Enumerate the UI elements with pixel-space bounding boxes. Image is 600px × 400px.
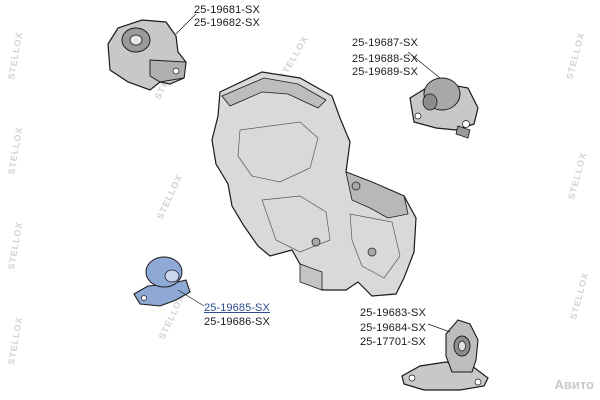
part-number-label: 25-19689-SX bbox=[352, 66, 418, 78]
mount-bolt-hole bbox=[172, 67, 180, 75]
watermark-text: STELLOX bbox=[6, 221, 24, 271]
engine-flange bbox=[299, 263, 323, 291]
mount-body-core bbox=[422, 93, 438, 111]
stellox-watermark-left: STELLOX STELLOX STELLOX STELLOX bbox=[6, 31, 24, 366]
mount-bushing-core bbox=[458, 340, 466, 352]
mount-bolt-hole bbox=[414, 112, 422, 120]
engine-block-top bbox=[221, 77, 327, 109]
avito-watermark: Авито bbox=[554, 377, 594, 392]
part-number-label: 25-17701-SX bbox=[360, 336, 426, 348]
engine-bolt bbox=[351, 181, 361, 191]
watermark-text: STELLOX bbox=[568, 271, 590, 320]
part-number-label: 25-19682-SX bbox=[194, 17, 260, 29]
part-number-label: 25-19683-SX bbox=[360, 307, 426, 319]
engine-block-detail bbox=[261, 195, 331, 253]
watermark-text: STELLOX bbox=[6, 316, 24, 366]
leader-line bbox=[407, 51, 441, 79]
engine-block-side bbox=[345, 171, 409, 219]
mount-bushing-core bbox=[129, 34, 143, 46]
mount-top-left bbox=[107, 13, 197, 91]
mount-bolt-hole bbox=[462, 120, 470, 128]
watermark-text: STELLOX bbox=[277, 34, 310, 81]
watermark-text: STELLOX bbox=[155, 173, 185, 221]
leader-line bbox=[427, 323, 451, 333]
part-number-label: 25-19688-SX bbox=[352, 53, 418, 65]
mount-bottom-right bbox=[401, 319, 489, 391]
part-number-label: 25-19686-SX bbox=[204, 316, 270, 328]
engine-block-body bbox=[211, 71, 417, 297]
engine-block-detail bbox=[237, 121, 319, 183]
mount-stud bbox=[455, 125, 471, 139]
engine-block bbox=[211, 71, 417, 297]
mount-base-plate bbox=[401, 361, 489, 391]
mount-middle-left bbox=[133, 256, 205, 307]
leader-line bbox=[175, 13, 197, 35]
watermark-text: STELLOX bbox=[6, 126, 24, 176]
engine-bolt bbox=[311, 237, 321, 247]
mount-bolt-hole bbox=[408, 374, 416, 382]
mount-foot bbox=[149, 59, 187, 83]
watermark-text: STELLOX bbox=[566, 151, 588, 200]
leader-line bbox=[177, 289, 205, 307]
engine-block-detail bbox=[349, 213, 401, 279]
part-number-label: 25-19687-SX bbox=[352, 37, 418, 49]
watermark-text: STELLOX bbox=[564, 31, 586, 80]
part-number-label: 25-19681-SX bbox=[194, 4, 260, 16]
engine-bolt bbox=[367, 247, 377, 257]
mount-top-right bbox=[407, 51, 479, 139]
stellox-watermark-right: STELLOX STELLOX STELLOX bbox=[564, 31, 590, 320]
part-number-label-highlighted: 25-19685-SX bbox=[204, 302, 270, 314]
mount-bolt-hole bbox=[474, 378, 482, 386]
mount-body-core bbox=[164, 269, 180, 283]
mount-bolt-hole bbox=[141, 295, 147, 301]
part-number-label: 25-19684-SX bbox=[360, 322, 426, 334]
watermark-text: STELLOX bbox=[6, 31, 24, 81]
